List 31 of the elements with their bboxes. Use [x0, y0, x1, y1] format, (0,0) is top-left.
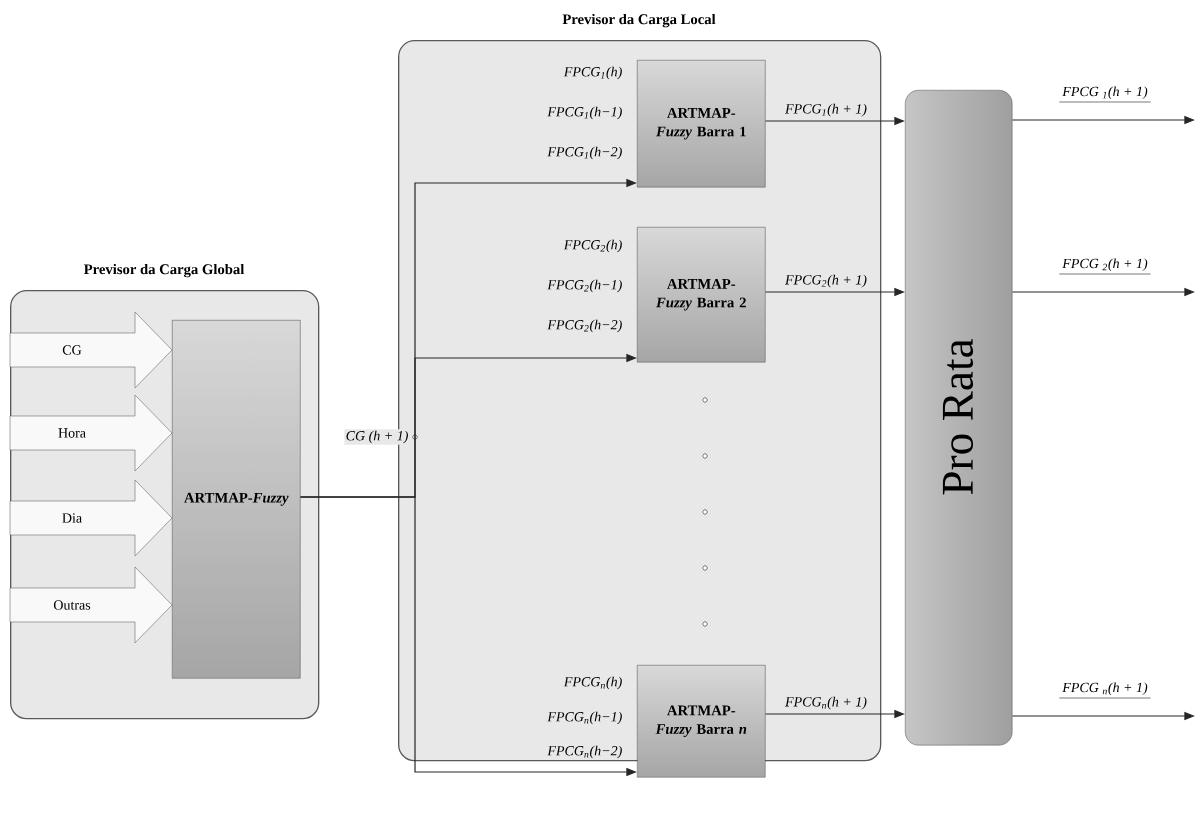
edge-label: CG [62, 345, 82, 355]
input-label: FPCG$_{1}$(h) [563, 66, 622, 80]
input-label: FPCG$_{n}$(h−2) [547, 745, 622, 759]
edge-label: Dia [62, 513, 82, 523]
input-label: FPCG$_{2}$(h−1) [547, 279, 622, 293]
edge-label: FPCG$_{1}$(h + 1) [785, 103, 867, 117]
process-box: ARTMAP-Fuzzy Barra 1 [637, 60, 766, 188]
block-arrow [9, 479, 173, 557]
edge-label: Hora [58, 428, 86, 438]
input-label: FPCG$_{n}$(h−1) [547, 711, 622, 725]
input-label: FPCG$_{2}$(h) [563, 239, 622, 253]
process-box: Pro Rata [905, 90, 1013, 746]
edge-label: FPCG $_{n}$(h + 1) [1059, 682, 1151, 699]
edge-label: FPCG $_{1}$(h + 1) [1059, 86, 1151, 103]
edge-label: FPCG $_{2}$(h + 1) [1059, 258, 1151, 275]
input-label: FPCG$_{n}$(h) [563, 676, 622, 690]
block-arrow [9, 311, 173, 389]
block-arrow [9, 566, 173, 644]
node-label: Previsor da Carga Global [83, 263, 245, 278]
process-box: ARTMAP-Fuzzy [172, 320, 301, 679]
process-box: ARTMAP-Fuzzy Barra 2 [637, 227, 766, 363]
edge-label: CG (h + 1) [344, 429, 410, 445]
edge-label: Outras [53, 600, 91, 610]
process-box: ARTMAP-Fuzzy Barra n [637, 665, 766, 778]
node-label: Previsor da Carga Local [562, 13, 716, 28]
input-label: FPCG$_{1}$(h−2) [547, 146, 622, 160]
input-label: FPCG$_{1}$(h−1) [547, 106, 622, 120]
block-arrow [9, 394, 173, 472]
edge-label: FPCG$_{n}$(h + 1) [785, 696, 867, 710]
edge-label: FPCG$_{2}$(h + 1) [785, 274, 867, 288]
input-label: FPCG$_{2}$(h−2) [547, 319, 622, 333]
